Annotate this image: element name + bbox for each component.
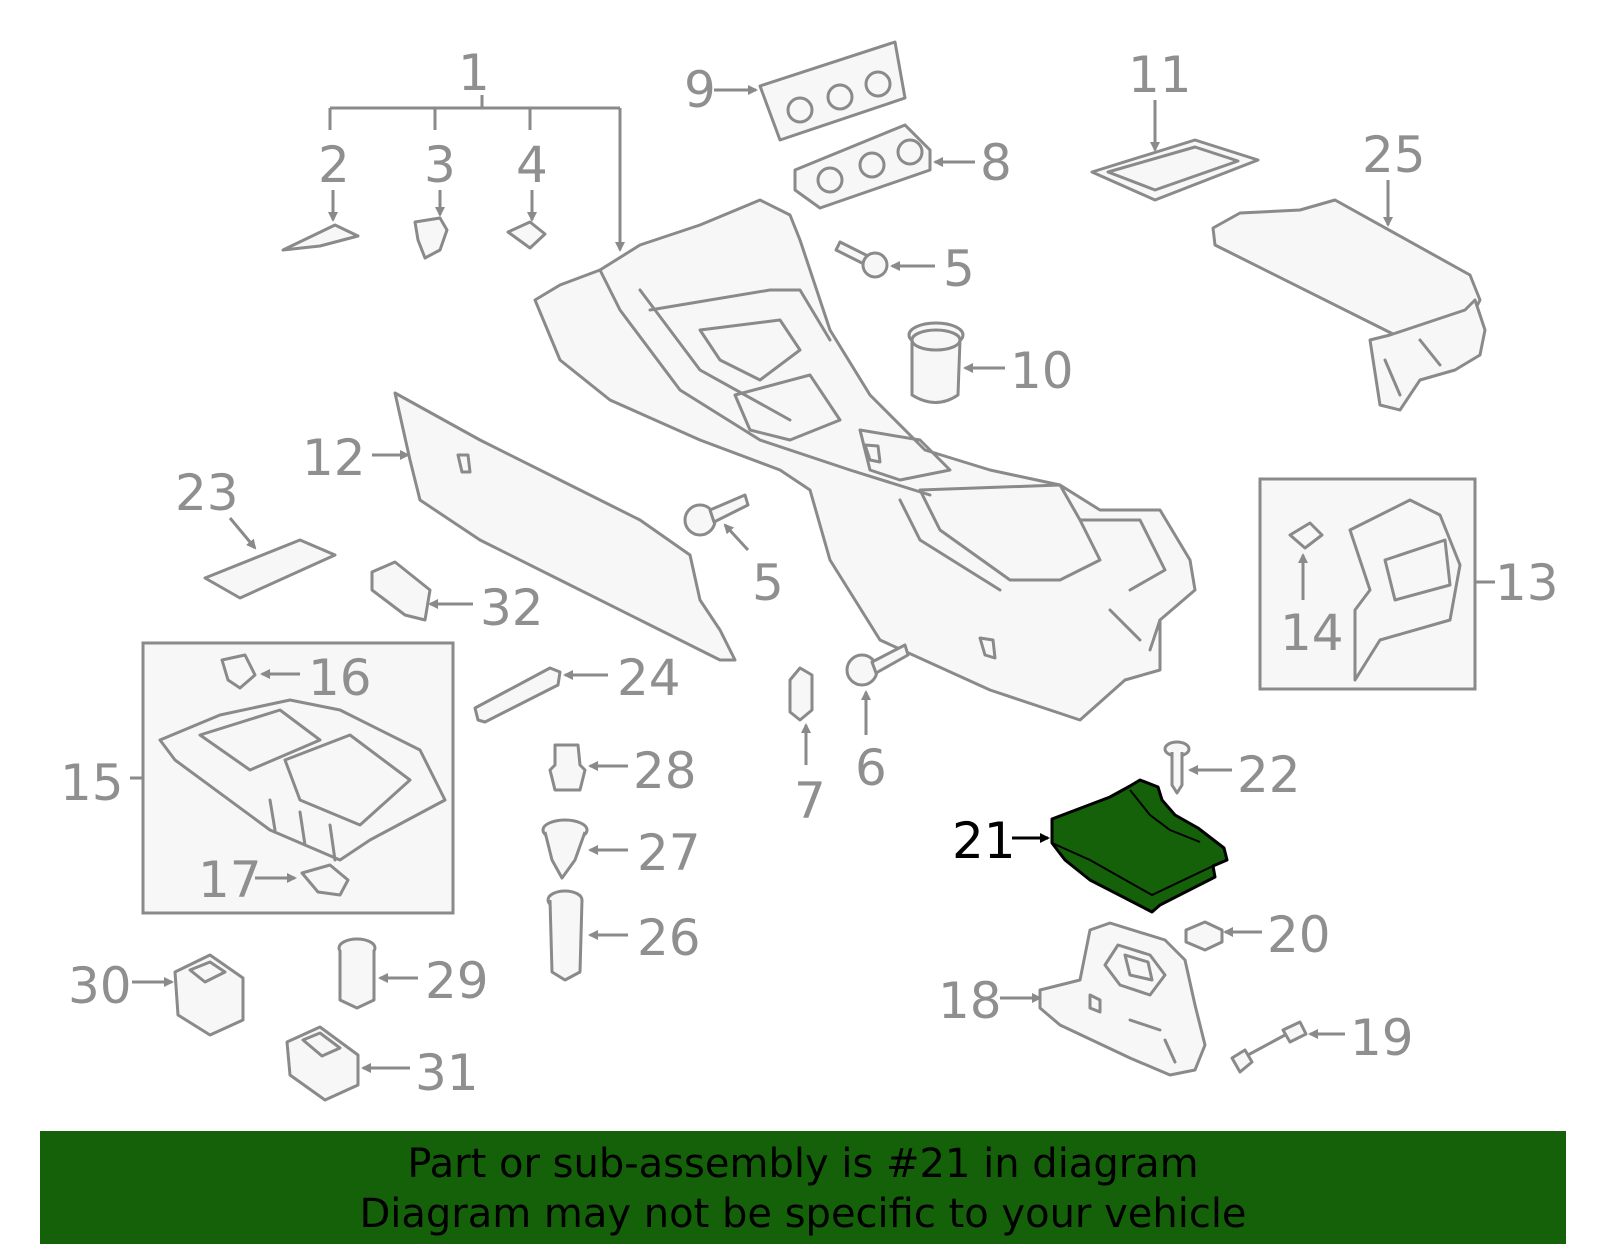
armrest-lid-25 bbox=[1211, 198, 1482, 337]
callout-5-upper[interactable]: 5 bbox=[943, 240, 975, 298]
part-27: 27 bbox=[541, 818, 701, 882]
nut-4 bbox=[506, 220, 547, 250]
nut-20 bbox=[1184, 920, 1224, 952]
part-26: 26 bbox=[546, 889, 701, 982]
part-5-lower: 5 bbox=[683, 493, 784, 612]
callout-26[interactable]: 26 bbox=[637, 909, 701, 967]
trim-clip-2 bbox=[281, 223, 360, 252]
part-20: 20 bbox=[1184, 906, 1331, 964]
clip-16 bbox=[220, 653, 257, 690]
shifter-housing-18 bbox=[1038, 921, 1207, 1077]
callout-32[interactable]: 32 bbox=[480, 579, 544, 637]
part-24: 24 bbox=[473, 649, 681, 724]
callout-4[interactable]: 4 bbox=[516, 136, 548, 194]
callout-31[interactable]: 31 bbox=[415, 1044, 479, 1102]
switch-32 bbox=[370, 560, 432, 622]
part-30: 30 bbox=[68, 953, 245, 1037]
part-3: 3 bbox=[413, 136, 456, 260]
part-13-box: 14 13 bbox=[1258, 477, 1559, 691]
callout-2[interactable]: 2 bbox=[318, 136, 350, 194]
banner-line-1: Part or sub-assembly is #21 in diagram bbox=[407, 1141, 1199, 1187]
part-8: 8 bbox=[793, 123, 1012, 210]
part-31: 31 bbox=[285, 1025, 479, 1102]
callout-25[interactable]: 25 bbox=[1362, 126, 1426, 184]
label-group-1: 1 bbox=[328, 44, 625, 252]
part-6: 6 bbox=[845, 643, 910, 797]
console-insert-21[interactable] bbox=[1050, 778, 1229, 914]
callout-1[interactable]: 1 bbox=[458, 44, 490, 102]
callout-30[interactable]: 30 bbox=[68, 957, 132, 1015]
callout-16[interactable]: 16 bbox=[308, 649, 372, 707]
callout-6[interactable]: 6 bbox=[855, 739, 887, 797]
part-4: 4 bbox=[506, 136, 548, 250]
part-10: 10 bbox=[907, 321, 1074, 404]
callout-10[interactable]: 10 bbox=[1010, 342, 1074, 400]
part-12: 12 bbox=[302, 391, 737, 662]
callout-12[interactable]: 12 bbox=[302, 429, 366, 487]
callout-8[interactable]: 8 bbox=[980, 134, 1012, 192]
switch-31 bbox=[285, 1025, 360, 1102]
part-11: 11 bbox=[1090, 46, 1260, 202]
part-15-box: 16 17 15 bbox=[60, 641, 455, 915]
callout-21[interactable]: 21 bbox=[952, 812, 1016, 870]
callout-15[interactable]: 15 bbox=[60, 754, 124, 812]
part-29: 29 bbox=[337, 937, 489, 1010]
callout-11[interactable]: 11 bbox=[1128, 46, 1192, 104]
callout-28[interactable]: 28 bbox=[633, 742, 697, 800]
climate-panel-9 bbox=[758, 40, 907, 142]
side-trim-12 bbox=[393, 391, 737, 662]
banner-line-2: Diagram may not be specific to your vehi… bbox=[359, 1191, 1247, 1237]
callout-27[interactable]: 27 bbox=[637, 824, 701, 882]
part-19: 19 bbox=[1230, 1009, 1414, 1074]
callout-13[interactable]: 13 bbox=[1495, 554, 1559, 612]
shifter-bezel-15 bbox=[158, 698, 447, 862]
part-25: 25 bbox=[1211, 126, 1487, 412]
clip-3 bbox=[413, 216, 449, 260]
part-21-highlighted: 21 bbox=[952, 778, 1229, 914]
callout-14[interactable]: 14 bbox=[1280, 604, 1344, 662]
part-28: 28 bbox=[548, 742, 697, 800]
part-23: 23 bbox=[175, 464, 337, 600]
callout-3[interactable]: 3 bbox=[424, 136, 456, 194]
callout-24[interactable]: 24 bbox=[617, 649, 681, 707]
climate-control-8 bbox=[793, 123, 932, 210]
part-5-upper: 5 bbox=[834, 240, 975, 298]
clip-17 bbox=[300, 863, 350, 897]
switch-30 bbox=[173, 953, 245, 1037]
part-2: 2 bbox=[281, 136, 360, 252]
callout-9[interactable]: 9 bbox=[684, 61, 716, 119]
callout-5-lower[interactable]: 5 bbox=[752, 554, 784, 612]
callout-19[interactable]: 19 bbox=[1350, 1009, 1414, 1067]
callout-17[interactable]: 17 bbox=[198, 851, 262, 909]
part-18: 18 bbox=[938, 921, 1207, 1077]
clip-14 bbox=[1288, 521, 1324, 550]
part-32: 32 bbox=[370, 560, 544, 637]
callout-29[interactable]: 29 bbox=[425, 952, 489, 1010]
strip-24 bbox=[473, 666, 562, 724]
plug-7 bbox=[788, 666, 814, 722]
part-22: 22 bbox=[1163, 740, 1301, 804]
clip-28 bbox=[548, 743, 587, 792]
pad-23 bbox=[203, 538, 337, 600]
callout-7[interactable]: 7 bbox=[794, 772, 826, 830]
callout-18[interactable]: 18 bbox=[938, 972, 1002, 1030]
info-banner: Part or sub-assembly is #21 in diagram D… bbox=[40, 1131, 1566, 1244]
part-7: 7 bbox=[788, 666, 826, 830]
part-9: 9 bbox=[684, 40, 907, 142]
callout-23[interactable]: 23 bbox=[175, 464, 239, 522]
callout-22[interactable]: 22 bbox=[1237, 746, 1301, 804]
console-main-1 bbox=[533, 198, 1197, 722]
callout-20[interactable]: 20 bbox=[1267, 906, 1331, 964]
